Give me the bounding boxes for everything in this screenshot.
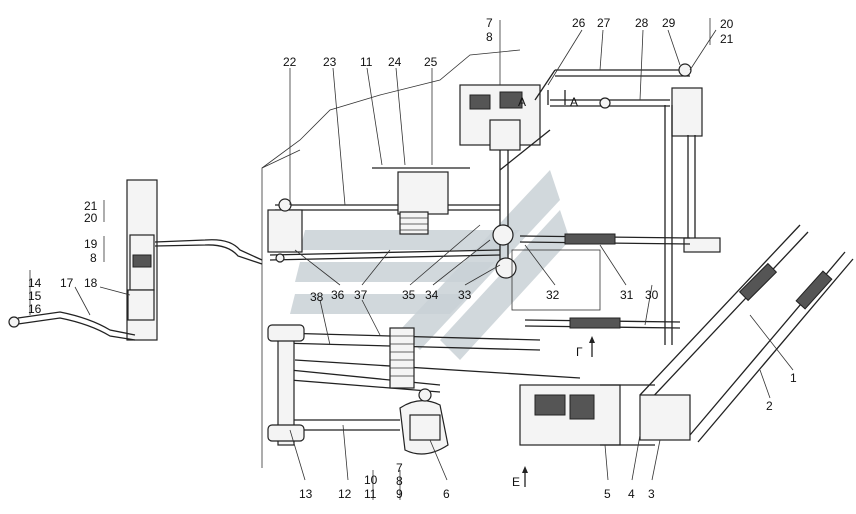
callout-16: 16 [28,302,42,316]
callout-23: 23 [323,55,337,69]
callout-2: 2 [766,399,773,413]
section-a-left: A [518,95,526,109]
callout-25: 25 [424,55,438,69]
callout-36: 36 [331,288,345,302]
callout-24: 24 [388,55,402,69]
top-linkage [499,63,703,171]
callout-15: 15 [28,289,42,303]
callout-21-left: 21 [84,199,98,213]
callout-4: 4 [628,487,635,501]
callout-21-top: 21 [720,32,734,46]
callout-30: 30 [645,288,659,302]
callout-37: 37 [354,288,368,302]
right-shafts [664,105,721,345]
frame-outline [261,49,521,468]
callout-11-bottom: 11 [364,487,377,501]
callout-8-left: 8 [90,251,97,265]
bracket-22 [267,198,303,263]
callout-32: 32 [546,288,560,302]
callout-22: 22 [283,55,297,69]
callout-11: 11 [360,55,373,69]
spring-pack [389,327,415,389]
view-g-mark: Г [576,345,583,359]
callout-19-left: 19 [84,237,98,251]
callout-10: 10 [364,473,378,487]
callout-27: 27 [597,16,611,30]
callout-17: 17 [60,276,74,290]
callout-labels: 22 23 11 24 25 7 8 26 27 28 29 20 21 A A… [28,16,797,501]
callout-35: 35 [402,288,416,302]
left-pedal-assembly [8,179,263,341]
callout-8-bottom: 8 [396,474,403,488]
callout-34: 34 [425,288,439,302]
leader-lines [29,18,794,500]
angled-rods [639,224,854,443]
callout-6: 6 [443,487,450,501]
callout-7-top: 7 [486,16,493,30]
callout-26: 26 [572,16,586,30]
top-valve-block [459,84,541,279]
view-e-mark: Е [512,475,520,489]
lever-plate [399,388,449,455]
callout-8-top: 8 [486,30,493,44]
callout-9-bottom: 9 [396,487,403,501]
tension-rods [511,233,691,329]
callout-29: 29 [662,16,676,30]
section-a-right: A [570,95,578,109]
callout-31: 31 [620,288,634,302]
callout-38: 38 [310,290,324,304]
callout-12: 12 [338,487,352,501]
callout-5: 5 [604,487,611,501]
view-arrows [522,90,595,487]
callout-28: 28 [635,16,649,30]
callout-20-left: 20 [84,211,98,225]
callout-7-bottom: 7 [396,461,403,475]
callout-33: 33 [458,288,472,302]
bottom-valve-block [519,384,655,446]
left-shaft [267,324,305,446]
callout-1: 1 [790,371,797,385]
callout-18: 18 [84,276,98,290]
spring-block [372,167,470,235]
watermark-logo [290,170,570,360]
callout-14: 14 [28,276,42,290]
callout-3: 3 [648,487,655,501]
callout-20-top: 20 [720,17,734,31]
callout-13: 13 [299,487,313,501]
